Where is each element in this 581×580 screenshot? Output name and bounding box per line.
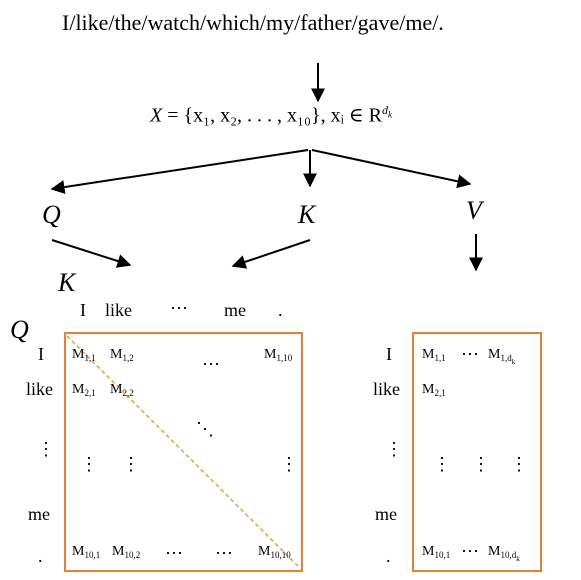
row-token: ⋮: [37, 439, 55, 459]
v-cell-1-dk: M1,dk: [488, 347, 516, 366]
row-token: .: [38, 546, 43, 566]
v-cell-10-dk: M10,dk: [488, 544, 520, 563]
arrow-x-to-q: [50, 149, 309, 195]
attn-ellipsis-v: ⋮: [80, 454, 99, 474]
attention-diagonal: [66, 335, 301, 569]
attn-cell-2-2: M2,2: [110, 382, 134, 398]
col-token: me: [224, 300, 246, 320]
row-token: like: [26, 379, 53, 399]
formula-superscript: dk: [382, 103, 393, 120]
formula-lhs: X: [150, 104, 163, 127]
input-formula: X = {x₁, x₂, . . . , x₁₀}, xᵢ ∈ Rdk: [150, 104, 392, 126]
col-token: ⋯: [170, 298, 189, 318]
arrow-k-to-matrix: [231, 239, 311, 269]
v-row-token: ⋮: [385, 439, 403, 459]
v-row-token: I: [386, 344, 392, 364]
v-ellipsis-v: ⋮: [510, 454, 529, 474]
matrix-row-axis-label: Q: [10, 315, 29, 344]
attn-ellipsis-v: ⋮: [280, 454, 299, 474]
v-ellipsis-h: ⋯: [461, 541, 480, 561]
attn-ellipsis-h: ⋯: [165, 543, 184, 563]
v-ellipsis-v: ⋮: [472, 454, 491, 474]
v-ellipsis-v: ⋮: [433, 454, 452, 474]
arrow-x-to-v: [311, 149, 472, 189]
value-matrix-box: [412, 332, 542, 572]
formula-set: = {x₁, x₂, . . . , x₁₀}, xᵢ ∈ R: [167, 104, 383, 127]
attention-matrix-box: [64, 332, 303, 572]
attn-ellipsis-h: ⋯: [215, 543, 234, 563]
attn-cell-1-1: M1,1: [72, 347, 96, 363]
q-label: Q: [42, 200, 61, 229]
v-cell-1-1: M1,1: [422, 347, 446, 363]
col-token: I: [80, 300, 86, 320]
attn-ellipsis-h: ⋯: [202, 354, 221, 374]
v-label: V: [466, 196, 482, 225]
row-token: I: [38, 344, 44, 364]
v-row-token: .: [386, 546, 391, 566]
arrow-q-to-matrix: [51, 239, 132, 268]
v-row-token: like: [373, 379, 400, 399]
v-cell-2-1: M2,1: [422, 382, 446, 398]
input-sentence: I/like/the/watch/which/my/father/gave/me…: [62, 10, 444, 35]
attn-ellipsis-v: ⋮: [122, 454, 141, 474]
col-token: like: [105, 300, 132, 320]
attn-cell-1-2: M1,2: [110, 347, 134, 363]
attn-cell-1-10: M1,10: [264, 347, 293, 363]
k-label: K: [298, 200, 316, 229]
v-ellipsis-h: ⋯: [461, 344, 480, 364]
attn-cell-10-1: M10,1: [72, 544, 101, 560]
v-row-token: me: [375, 504, 397, 524]
v-cell-10-1: M10,1: [422, 544, 451, 560]
col-token: .: [278, 300, 283, 320]
row-token: me: [28, 504, 50, 524]
attn-cell-10-2: M10,2: [112, 544, 141, 560]
attn-cell-10-10: M10,10: [258, 544, 291, 560]
attn-cell-2-1: M2,1: [72, 382, 96, 398]
attn-ellipsis-d: ⋱: [196, 419, 215, 439]
matrix-col-axis-label: K: [58, 268, 76, 297]
